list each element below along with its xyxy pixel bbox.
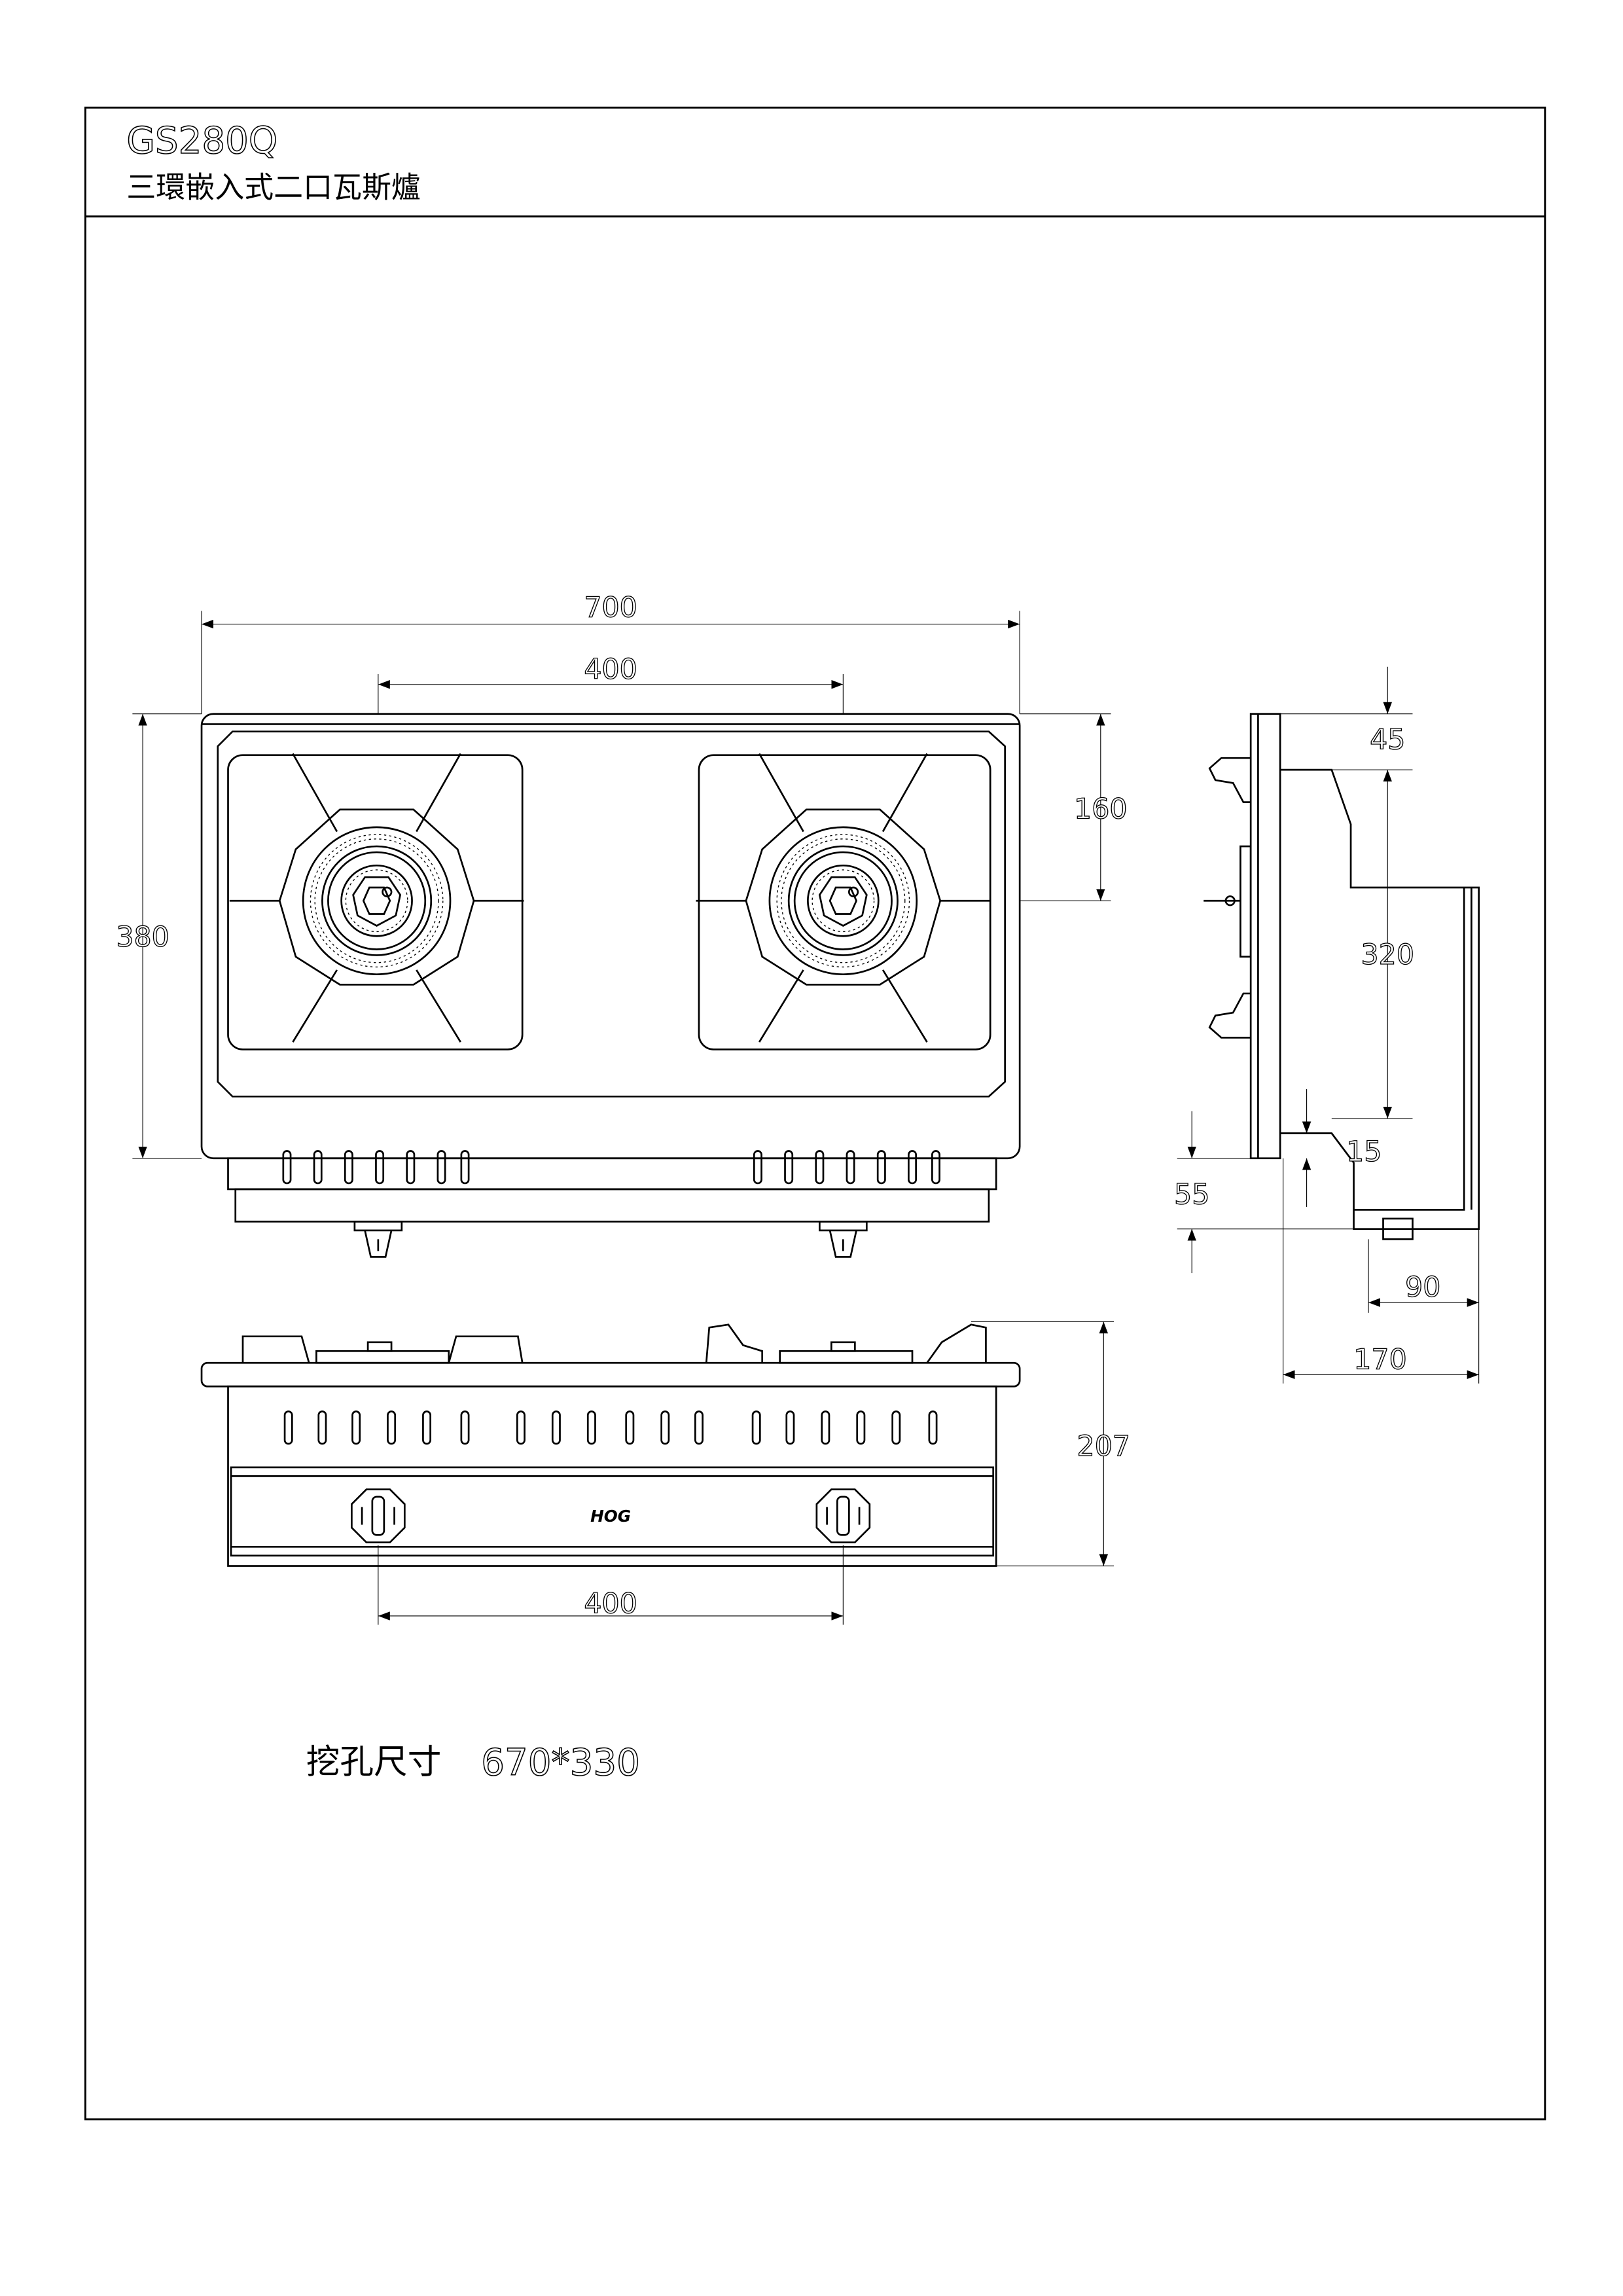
gas-inlet-right bbox=[819, 1221, 868, 1258]
front-view: HOG bbox=[200, 1323, 1021, 1567]
dim-knob-spacing-400: 400 bbox=[584, 1587, 637, 1620]
vent-slots-front bbox=[283, 1410, 938, 1445]
dim-depth-380: 380 bbox=[116, 921, 169, 954]
control-knob-left bbox=[351, 1488, 406, 1543]
control-knob-right bbox=[815, 1488, 871, 1543]
burner-right bbox=[695, 753, 991, 1043]
sheet-border bbox=[84, 106, 1546, 2121]
product-name: 三環嵌入式二口瓦斯爐 bbox=[126, 170, 421, 205]
burner-left bbox=[228, 753, 525, 1043]
side-view bbox=[1204, 713, 1480, 1240]
dim-burner-spacing-400: 400 bbox=[584, 653, 637, 686]
brand-logo: HOG bbox=[590, 1507, 631, 1526]
dim-height-207: 207 bbox=[1077, 1430, 1131, 1463]
dim-below-55: 55 bbox=[1174, 1178, 1209, 1211]
dim-gap-15: 15 bbox=[1346, 1136, 1382, 1168]
model-number: GS280Q bbox=[126, 120, 277, 162]
dim-base-90: 90 bbox=[1405, 1271, 1440, 1304]
dim-total-depth-170: 170 bbox=[1353, 1343, 1407, 1376]
side-view-dimensions: 45 320 15 55 90 170 bbox=[1173, 666, 1480, 1384]
dim-burner-offset-160: 160 bbox=[1074, 793, 1128, 825]
cutout-label: 挖孔尺寸 bbox=[306, 1743, 442, 1782]
top-view bbox=[200, 713, 1021, 1258]
dim-width-700: 700 bbox=[584, 591, 637, 624]
front-view-dimensions: 207 400 bbox=[378, 1321, 1131, 1625]
top-view-dimensions: 700 400 160 380 bbox=[116, 591, 1128, 1159]
cutout-value: 670*330 bbox=[481, 1742, 640, 1784]
gas-inlet-left bbox=[353, 1221, 403, 1258]
dim-top-45: 45 bbox=[1370, 724, 1405, 757]
dim-body-320: 320 bbox=[1361, 939, 1414, 971]
vent-slots-top bbox=[282, 1150, 940, 1185]
